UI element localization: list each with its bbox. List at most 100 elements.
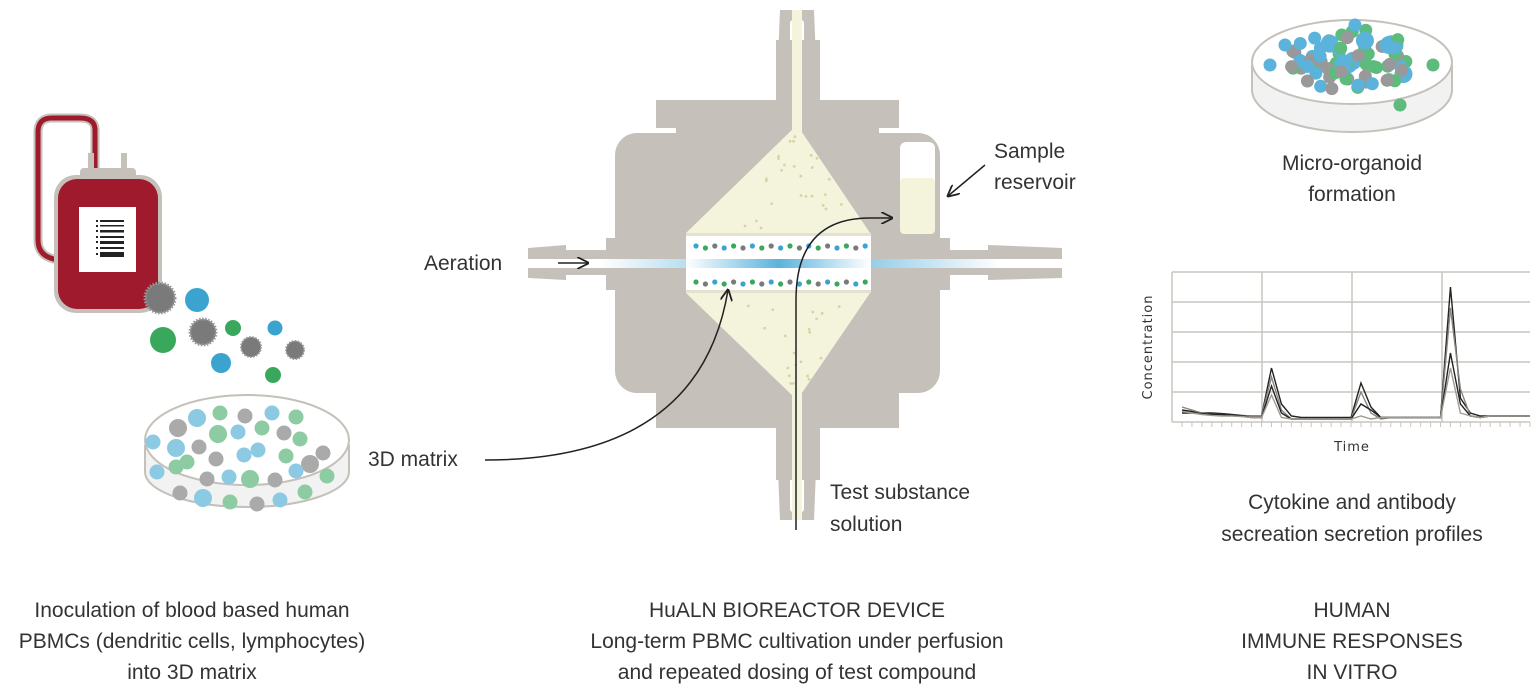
cell [768,243,774,249]
cell [208,451,224,467]
particle [819,356,823,360]
cell [272,492,288,508]
cell [1334,41,1348,55]
cell [1393,98,1407,112]
cell [1395,63,1409,77]
particle [792,381,795,385]
particle [799,174,803,178]
cell [1380,73,1394,87]
cell [236,447,252,463]
particle [821,203,825,207]
cell [749,243,756,249]
cell [721,245,727,251]
cell [1355,31,1374,50]
cell [145,434,161,450]
cell [843,279,850,285]
particle [810,194,814,198]
cell [1293,36,1307,50]
cell [759,245,765,251]
line-series-4 [1181,367,1530,420]
cell [1313,49,1327,63]
cell [264,405,280,421]
cell [768,279,774,285]
cell [712,243,718,249]
cell [721,281,727,287]
cell [749,279,756,285]
cell [292,431,308,447]
cell [250,442,266,458]
particle [789,382,793,385]
cell [1325,82,1339,96]
particle [799,360,803,364]
cell [1383,57,1397,71]
cell [693,279,699,285]
concentration-chart [1171,271,1531,427]
particle [839,202,843,206]
cell [702,245,709,251]
particle [824,207,828,211]
cell [297,484,313,500]
cell [1426,58,1440,72]
particle [809,154,813,157]
hualn-bioreactor-device [528,10,1062,520]
cell [188,409,206,427]
cell [237,408,253,424]
particle [792,164,796,168]
particle [807,327,811,331]
particle [780,168,784,172]
particle [823,193,827,197]
cell [843,243,850,249]
cell [1263,58,1277,72]
cell [862,279,868,285]
cell [169,419,187,437]
cell [167,439,185,457]
petri-dish-inoculated [144,394,350,512]
cell [301,455,319,473]
particle [777,154,781,158]
barcode-icon [96,220,124,257]
cell [276,425,292,441]
particle [765,177,768,181]
cell [787,243,793,249]
3d-matrix-cells [693,243,868,287]
cell [209,425,227,443]
cell [1369,61,1383,75]
cell [693,243,699,249]
label-3d-matrix: 3D matrix [368,448,458,471]
cell [712,279,718,285]
cell [1361,47,1375,61]
cell [806,279,812,285]
cell [731,279,737,285]
particle [793,135,797,139]
cell [834,245,840,251]
cell [853,245,859,251]
particle [804,194,808,198]
cell [1348,18,1362,32]
cell [172,485,188,501]
particle [777,157,780,160]
chart-xlabel: Time [1333,440,1370,455]
cell [1308,31,1322,45]
cell [834,281,840,287]
particle [799,194,803,197]
cell [254,420,270,436]
cell [815,281,821,287]
cell [1285,60,1299,74]
cell [862,243,868,249]
particle [771,308,775,312]
cell [191,439,207,455]
particle [815,317,819,321]
particle [827,177,831,181]
line-series-3 [1182,352,1530,420]
cell [778,245,784,251]
cell [702,281,709,287]
particle [792,351,796,355]
particle [783,334,787,338]
